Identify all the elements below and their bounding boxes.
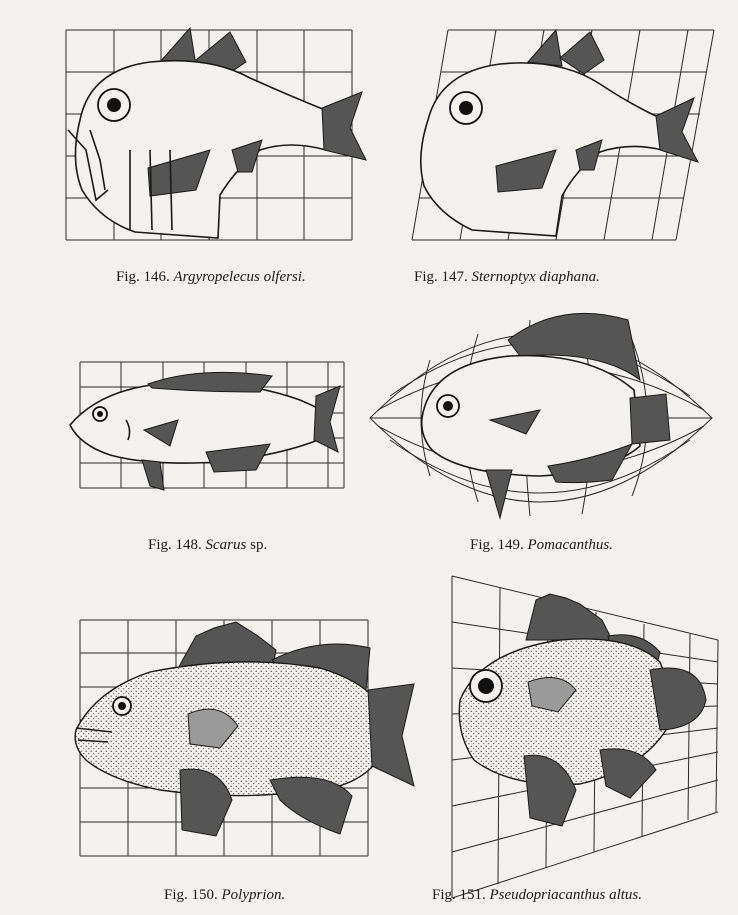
fig-150-number: Fig. 150.: [164, 887, 218, 903]
fig-147-number: Fig. 147.: [414, 269, 468, 285]
caption-fig-151: Fig. 151. Pseudopriacanthus altus.: [432, 886, 642, 904]
fig-146-drawing: [66, 28, 366, 240]
fig-151-species: Pseudopriacanthus altus.: [490, 887, 643, 903]
caption-fig-149: Fig. 149. Pomacanthus.: [470, 536, 613, 554]
caption-fig-150: Fig. 150. Polyprion.: [164, 886, 285, 904]
caption-fig-146: Fig. 146. Argyropelecus olfersi.: [116, 268, 306, 286]
fig-151-drawing: [452, 576, 718, 898]
fig-148-drawing: [70, 362, 344, 490]
fig-146-species: Argyropelecus olfersi.: [174, 269, 306, 285]
fig-148-species: Scarus: [206, 537, 247, 553]
fig-149-species: Pomacanthus.: [528, 537, 613, 553]
fig-149-number: Fig. 149.: [470, 537, 524, 553]
caption-fig-147: Fig. 147. Sternoptyx diaphana.: [414, 268, 600, 286]
fig-150-species: Polyprion.: [222, 887, 286, 903]
fig-147-drawing: [412, 30, 714, 240]
fig-151-number: Fig. 151.: [432, 887, 486, 903]
fig-149-drawing: [370, 313, 712, 518]
fig-148-suffix: sp.: [246, 537, 267, 553]
fig-148-number: Fig. 148.: [148, 537, 202, 553]
fig-146-number: Fig. 146.: [116, 269, 170, 285]
fig-147-species: Sternoptyx diaphana.: [472, 269, 600, 285]
fig-150-drawing: [75, 620, 414, 856]
caption-fig-148: Fig. 148. Scarus sp.: [148, 536, 267, 554]
